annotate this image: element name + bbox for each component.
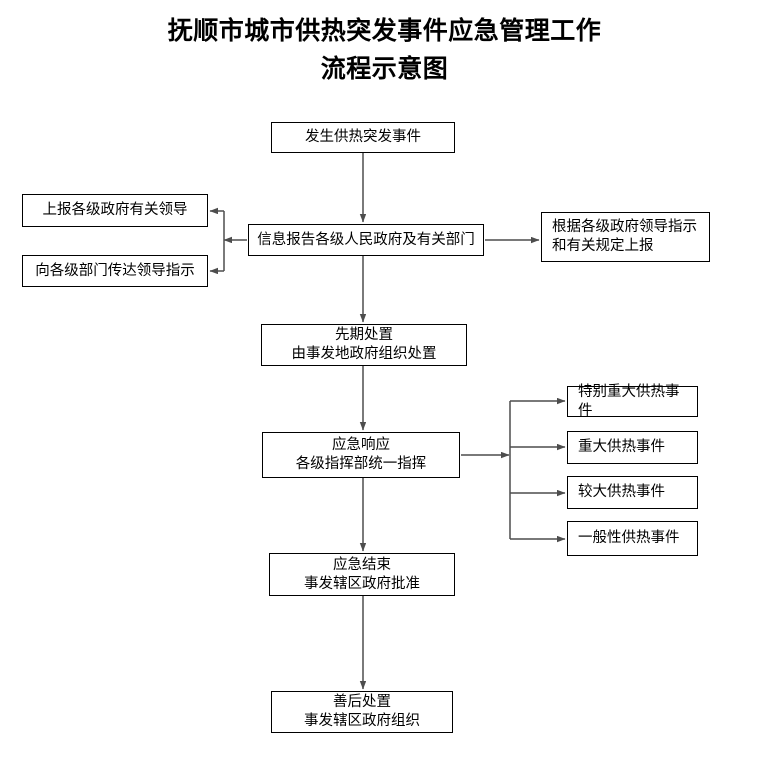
node-level-4[interactable]: 一般性供热事件 (567, 521, 698, 556)
node-incident[interactable]: 发生供热突发事件 (271, 122, 455, 153)
node-incident-label: 发生供热突发事件 (305, 129, 421, 145)
node-level-1[interactable]: 特别重大供热事件 (567, 384, 698, 419)
node-aftermath-label: 善后处置 事发辖区政府组织 (304, 694, 420, 729)
node-report-leaders[interactable]: 上报各级政府有关领导 (22, 194, 208, 227)
node-level-3-label: 较大供热事件 (578, 484, 665, 500)
node-convey-instructions[interactable]: 向各级部门传达领导指示 (22, 255, 208, 287)
node-emergency-response-label: 应急响应 各级指挥部统一指挥 (295, 437, 427, 472)
node-report-label: 信息报告各级人民政府及有关部门 (257, 231, 475, 248)
node-emergency-response[interactable]: 应急响应 各级指挥部统一指挥 (262, 432, 460, 478)
page-title: 抚顺市城市供热突发事件应急管理工作 流程示意图 (167, 16, 602, 83)
node-report-upward[interactable]: 根据各级政府领导指示 和有关规定上报 (541, 212, 710, 262)
node-response-end[interactable]: 应急结束 事发辖区政府批准 (269, 553, 455, 596)
node-report-leaders-label: 上报各级政府有关领导 (42, 202, 188, 218)
node-initial-disposal[interactable]: 先期处置 由事发地政府组织处置 (261, 324, 467, 366)
node-report-upward-label: 根据各级政府领导指示 和有关规定上报 (552, 219, 697, 254)
node-response-end-label: 应急结束 事发辖区政府批准 (304, 556, 420, 592)
node-level-2-label: 重大供热事件 (578, 439, 665, 455)
node-level-1-label: 特别重大供热事件 (578, 383, 680, 419)
node-level-3[interactable]: 较大供热事件 (567, 476, 698, 509)
node-convey-instructions-label: 向各级部门传达领导指示 (35, 262, 195, 279)
node-level-2[interactable]: 重大供热事件 (567, 431, 698, 464)
node-level-4-label: 一般性供热事件 (578, 530, 680, 546)
node-initial-disposal-label: 先期处置 由事发地政府组织处置 (291, 327, 437, 362)
node-aftermath[interactable]: 善后处置 事发辖区政府组织 (271, 691, 453, 733)
node-report[interactable]: 信息报告各级人民政府及有关部门 (248, 224, 484, 256)
